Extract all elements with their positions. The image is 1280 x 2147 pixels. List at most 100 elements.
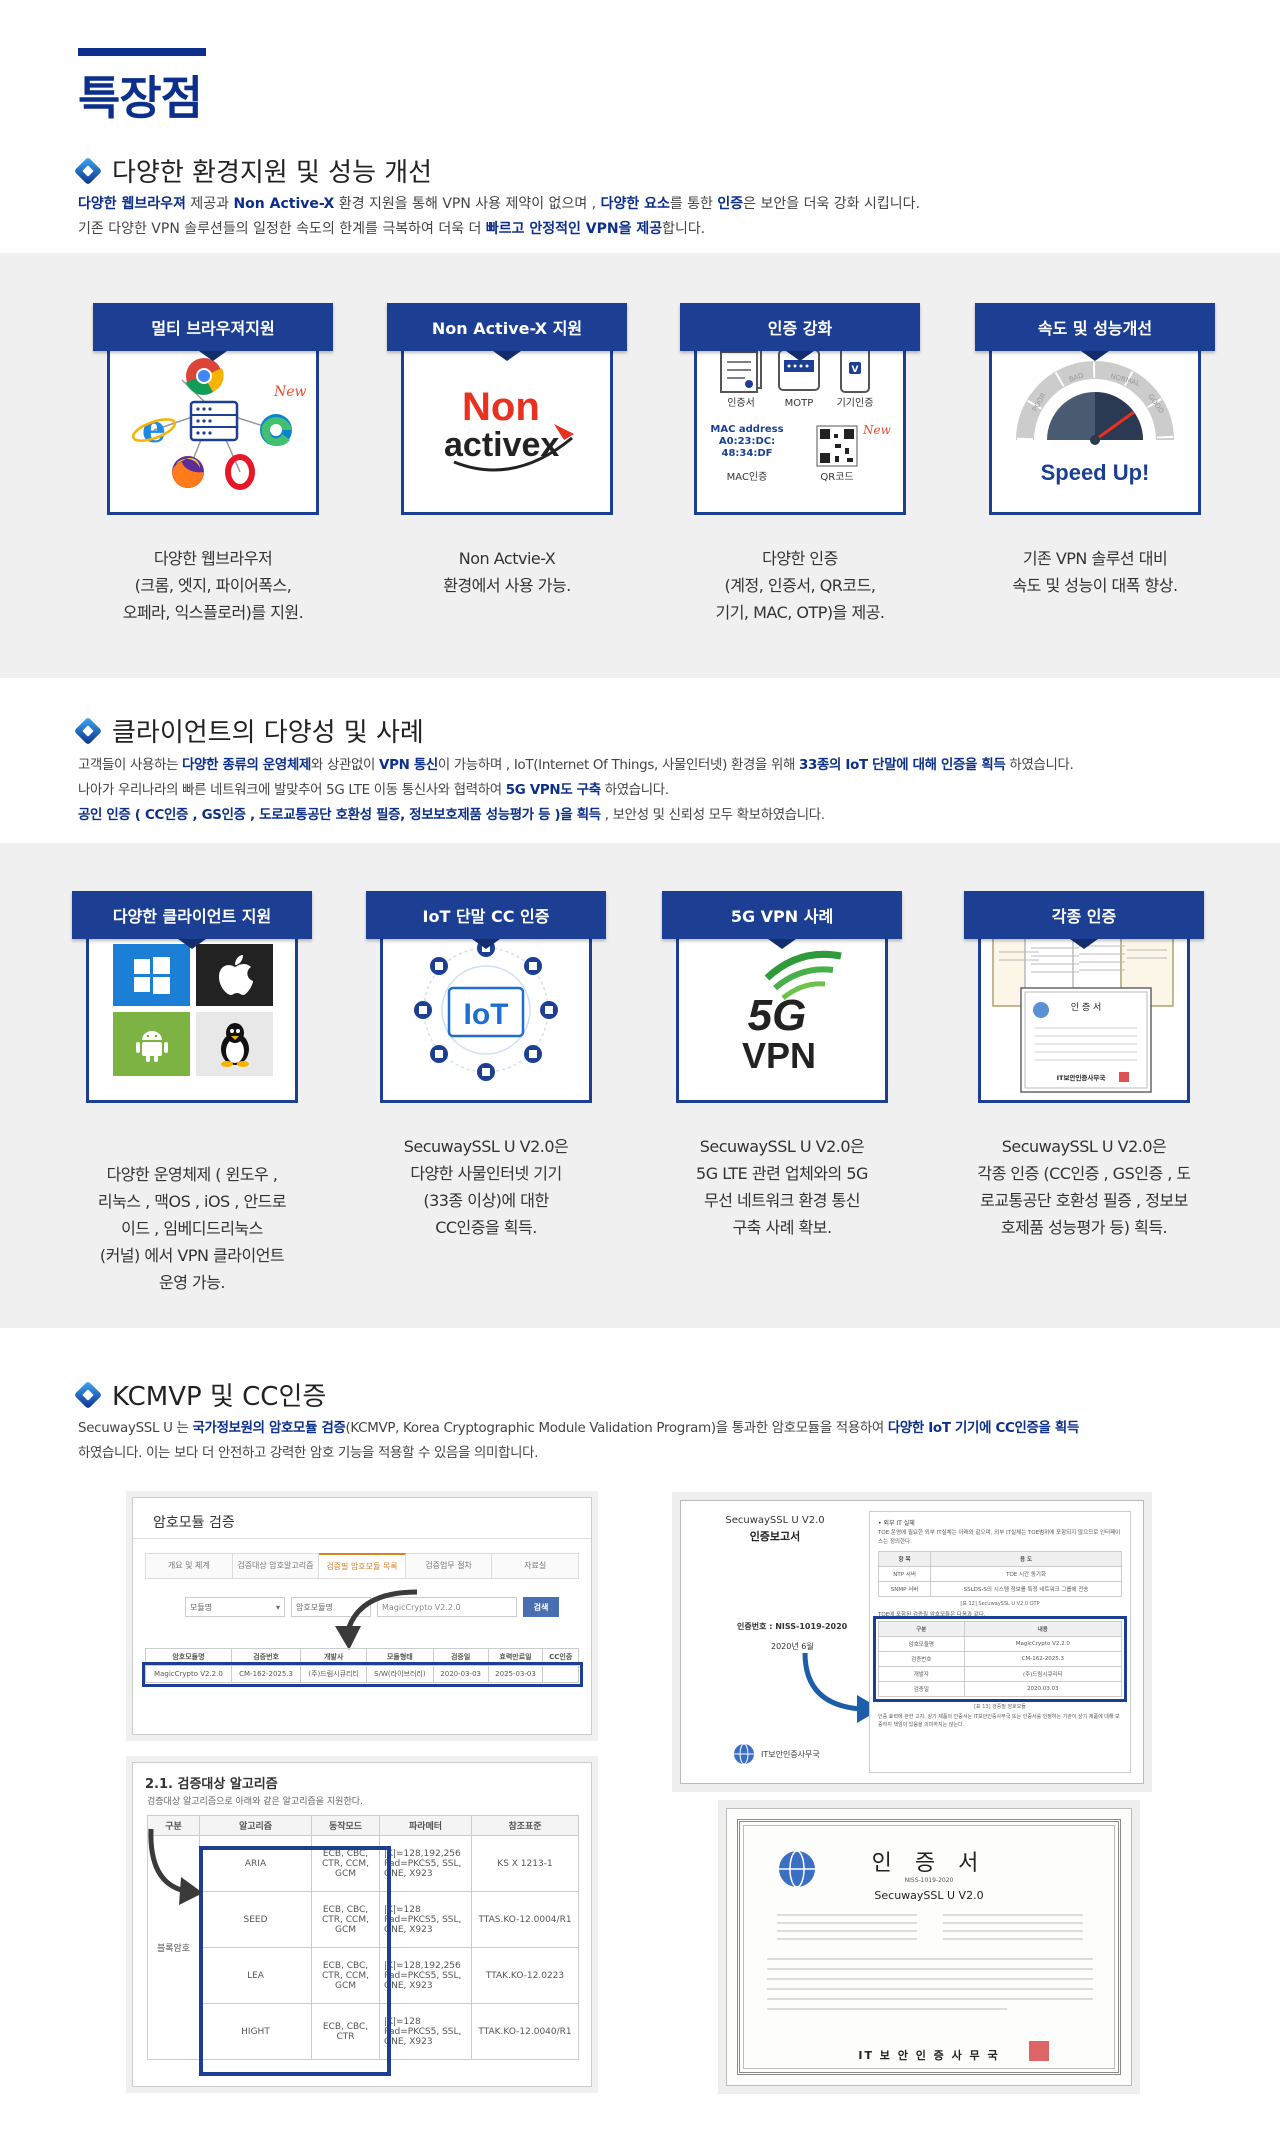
algorithm-panel-subtitle: 검증대상 알고리즘으로 아래와 같은 알고리즘을 지원한다.: [147, 1797, 363, 1807]
card-iot-cc: IoT 단말 CC 인증 IoT SecuwaySSL U V2.0은 다양한 …: [366, 891, 606, 1237]
svg-text:VPN: VPN: [742, 1035, 816, 1076]
body-text: 와 상관없이: [311, 758, 380, 773]
card-speed: 속도 및 성능개선 POOR BAD NORMAL GOOD Speed Up!…: [975, 303, 1215, 595]
algorithm-table: 구분 알고리즘 동작모드 파라메터 참조표준 블록암호 ARIA ECB, CB…: [147, 1815, 579, 2060]
server-icon: [189, 400, 239, 442]
card-desc: 다양한 인증 (계정, 인증서, QR코드, 기기, MAC, OTP)을 제공…: [715, 549, 885, 622]
itscc-seal-icon: [779, 1850, 815, 1888]
opera-icon: [225, 454, 255, 490]
globe-icon: [734, 1743, 754, 1765]
title-bar: [78, 48, 206, 56]
kcmvp-panel-title: 암호모듈 검증: [133, 1498, 591, 1539]
emphasis-text: Non Active-X: [233, 196, 335, 212]
page-title: 특장점: [78, 71, 203, 125]
new-badge: New: [273, 384, 307, 400]
card-non-activex: Non Active-X 지원 Non activex Non Actvie-X…: [387, 303, 627, 595]
table-row: LEA ECB, CBC, CTR, CCM, GCM |K|=128,192,…: [148, 1947, 579, 2004]
card-image-box: POOR BAD NORMAL GOOD Speed Up!: [989, 327, 1201, 515]
body-text: 기존 다양한 VPN 솔루션들의 일정한 속도의 한계를 극복하여 더욱 더: [78, 221, 486, 237]
kcmvp-tabs: 개요 및 체계 검증대상 암호알고리즘 검증필 암호모듈 목록 검증업무 절차 …: [145, 1553, 579, 1579]
speed-gauge: POOR BAD NORMAL GOOD Speed Up!: [1016, 361, 1174, 485]
section3-desc-line2: 하였습니다. 이는 보다 더 안전하고 강력한 암호 기능을 적용할 수 있음을…: [78, 1441, 1208, 1466]
qr-code-icon: [816, 425, 858, 467]
search-input[interactable]: MagicCrypto V2.2.0: [377, 1597, 517, 1617]
card-clients: 다양한 클라이언트 지원 다양한 운영체제 ( 윈도우 , 리눅스 , 맥OS …: [72, 891, 312, 1292]
android-icon: [113, 1012, 190, 1076]
highlight-box: [199, 1846, 391, 2076]
card-title: 각종 인증: [964, 891, 1204, 949]
cert-product: SecuwaySSL U V2.0: [874, 1889, 984, 1902]
non-activex-logo: Non activex: [444, 385, 574, 472]
iot-illustration: IoT: [414, 939, 558, 1081]
emphasis-text: 국가정보원의 암호모듈 검증: [192, 1421, 346, 1436]
card-certifications: 각종 인증 인 증 서 IT보안인증: [964, 891, 1204, 1237]
emphasis-text: VPN 통신: [379, 758, 438, 773]
kcmvp-panel: 암호모듈 검증 개요 및 체계 검증대상 암호알고리즘 검증필 암호모듈 목록 …: [132, 1497, 592, 1735]
emphasis-text: 33종의 IoT 단말에 대해 인증을 획득: [798, 758, 1006, 773]
official-stamp: [1029, 2041, 1049, 2061]
emphasis-text: 5G VPN도 구축: [505, 783, 601, 798]
section1-desc: 다양한 웹브라우져 제공과 Non Active-X 환경 지원을 통해 VPN…: [78, 192, 1208, 242]
diamond-bullet-icon: [73, 1380, 103, 1409]
tab-validated-modules[interactable]: 검증필 암호모듈 목록: [319, 1553, 406, 1579]
section1-desc-line2: 기존 다양한 VPN 솔루션들의 일정한 속도의 한계를 극복하여 더욱 더 빠…: [78, 217, 1208, 242]
chevron-down-icon: ▾: [275, 1602, 280, 1612]
svg-text:V: V: [852, 365, 859, 375]
svg-text:QR코드: QR코드: [820, 472, 853, 483]
svg-text:MAC address: MAC address: [710, 424, 783, 435]
body-text: 은 보안을 더욱 강화 시킵니다.: [743, 196, 920, 212]
tab-procedure[interactable]: 검증업무 절차: [405, 1553, 493, 1579]
cert-date: 2020년 6월: [771, 1642, 814, 1651]
body-text: 나아가 우리나라의 빠른 네트워크에 발맞추어 5G LTE 이동 통신사와 협…: [78, 783, 506, 798]
certificate-icon: [720, 347, 762, 393]
diamond-bullet-icon: [73, 156, 103, 185]
tab-overview[interactable]: 개요 및 체계: [145, 1553, 233, 1579]
table-row: HIGHT ECB, CBC, CTR |K|=128 Pad=PKCS5, S…: [148, 2003, 579, 2060]
ie-icon: e: [131, 406, 177, 451]
svg-text:Speed Up!: Speed Up!: [1041, 460, 1150, 485]
certification-report-doc: SecuwaySSL U V2.0 인증보고서 인증번호 : NISS-1019…: [680, 1500, 1144, 1784]
card-image-box: [86, 915, 298, 1103]
table-row[interactable]: MagicCrypto V2.2.0 CM-162-2025.3 (주)드림시큐…: [141, 1661, 583, 1687]
table-header-row: 암호모듈명 검증번호 개발사 모듈형태 검증일 효력만료일 CC인증: [145, 1648, 579, 1666]
windows-icon: [113, 944, 190, 1006]
diamond-bullet-icon: [73, 716, 103, 745]
section1-desc-line1: 다양한 웹브라우져 제공과 Non Active-X 환경 지원을 통해 VPN…: [78, 192, 1208, 217]
card-desc: 기존 VPN 솔루션 대비 속도 및 성능이 대폭 향상.: [1012, 549, 1178, 595]
svg-text:e: e: [142, 406, 166, 451]
card-title: 멀티 브라우져지원: [93, 303, 333, 361]
card-desc: 다양한 웹브라우저 (크롬, 엣지, 파이어폭스, 오페라, 익스플로러)를 지…: [122, 549, 304, 622]
cert-number: 인증번호 : NISS-1019-2020: [737, 1622, 848, 1631]
card-desc: SecuwaySSL U V2.0은 5G LTE 관련 업체와의 5G 무선 …: [696, 1137, 868, 1237]
emphasis-text: 다양한 웹브라우져: [78, 196, 186, 212]
card-desc: 다양한 운영체제 ( 윈도우 , 리눅스 , 맥OS , iOS , 안드로 이…: [97, 1165, 287, 1292]
edge-icon: [260, 414, 292, 447]
svg-text:A0:23:DC:: A0:23:DC:: [719, 436, 775, 447]
emphasis-text: 빠르고 안정적인 VPN을 제공: [485, 221, 663, 237]
svg-text:48:34:DF: 48:34:DF: [722, 448, 773, 459]
emphasis-text: 다양한 종류의 운영체제: [182, 758, 311, 773]
card-auth: 인증 강화 인증서 MOTP: [680, 303, 920, 622]
section2-desc: 고객들이 사용하는 다양한 종류의 운영체제와 상관없이 VPN 통신이 가능하…: [78, 753, 1208, 828]
body-text: 하였습니다.: [600, 783, 669, 798]
filter-select-1[interactable]: 모듈명▾: [185, 1597, 285, 1617]
5g-vpn-logo: 5G VPN: [742, 950, 842, 1076]
body-text: 환경 지원을 통해 VPN 사용 제약이 없으며 ,: [334, 196, 601, 212]
card-multi-browser: 멀티 브라우져지원: [93, 303, 333, 622]
svg-text:IT보안인증사무국: IT보안인증사무국: [1057, 1073, 1106, 1082]
browser-illustration: e New: [131, 358, 307, 490]
card-desc: Non Actvie-X 환경에서 사용 가능.: [443, 549, 571, 595]
itscc-logo: IT보안인증사무국: [733, 1743, 820, 1765]
tab-algorithms[interactable]: 검증대상 암호알고리즘: [232, 1553, 320, 1579]
card-title: IoT 단말 CC 인증: [366, 891, 606, 949]
card-5g-vpn: 5G VPN 사례 5G VPN SecuwaySSL U V2.0은 5G L…: [662, 891, 902, 1237]
card-image-box: 인 증 서 IT보안인증사무국: [978, 915, 1190, 1103]
svg-text:기기인증: 기기인증: [837, 397, 874, 409]
algorithm-panel-title: 2.1. 검증대상 알고리즘: [145, 1777, 278, 1792]
new-badge: New: [862, 423, 892, 437]
search-button[interactable]: 검색: [523, 1597, 559, 1617]
cert-title: 인 증 서: [871, 1851, 987, 1876]
tab-library[interactable]: 자료실: [492, 1553, 579, 1579]
iot-label: IoT: [464, 998, 509, 1031]
